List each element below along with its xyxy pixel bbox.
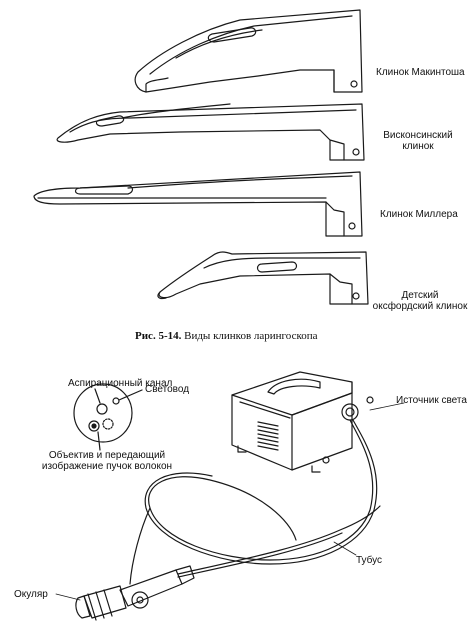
macintosh-blade-drawing <box>134 9 363 93</box>
label-wisconsin-blade: Висконсинский клинок <box>378 130 458 152</box>
label-miller-blade: Клинок Миллера <box>380 209 458 220</box>
figure-caption: Рис. 5-14. Виды клинков ларингоскопа <box>135 330 318 342</box>
label-oxford-line-2: оксфордский клинок <box>372 301 468 312</box>
leader-lines <box>55 402 405 601</box>
cross-section-drawing <box>73 383 143 451</box>
label-eyepiece: Окуляр <box>14 589 48 600</box>
label-suction-channel: Аспирационный канал <box>68 378 173 389</box>
label-objective-line-2: изображение пучок волокон <box>41 461 173 472</box>
oxford-blade-drawing <box>157 251 369 305</box>
label-tube: Тубус <box>356 555 383 566</box>
wisconsin-blade-drawing <box>56 103 365 161</box>
label-macintosh-blade: Клинок Макинтоша <box>376 67 465 78</box>
label-oxford-blade: Детский оксфордский клинок <box>370 290 470 312</box>
caption-number: Рис. 5-14. <box>135 330 182 342</box>
label-oxford-line-1: Детский <box>401 290 439 301</box>
label-light-source: Источник света <box>396 395 467 406</box>
fiberscope-drawing <box>75 419 381 621</box>
light-source-drawing <box>231 371 374 473</box>
label-objective: Объектив и передающий изображение пучок … <box>32 450 182 472</box>
label-objective-line-1: Объектив и передающий <box>48 450 166 461</box>
label-light-guide: Световод <box>145 384 190 395</box>
caption-text: Виды клинков ларингоскопа <box>184 330 318 342</box>
miller-blade-drawing <box>33 171 363 237</box>
label-wisconsin-line-2: клинок <box>402 141 434 152</box>
vent-grille-drawing <box>257 421 279 451</box>
label-wisconsin-line-1: Висконсинский <box>383 130 453 141</box>
